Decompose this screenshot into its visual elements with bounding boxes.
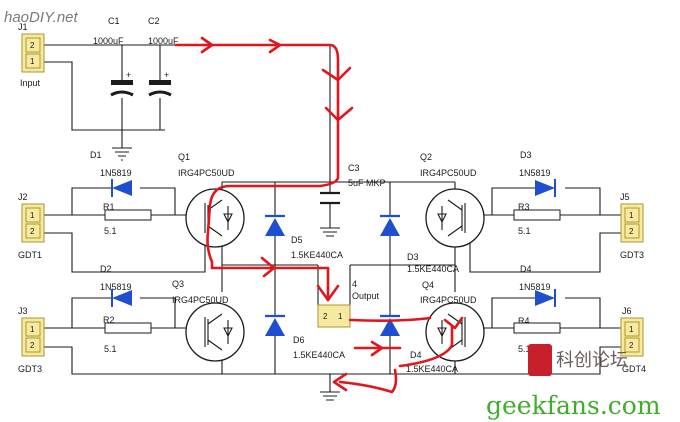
c2-ref: C2 — [148, 16, 160, 26]
q2-part: IRG4PC50UD — [420, 168, 477, 178]
d4b-ref: D4 — [410, 350, 422, 360]
diode-d1: D1 1N5819 — [90, 150, 132, 197]
c1-ref: C1 — [108, 16, 120, 26]
output-pin-2: 2 — [323, 312, 328, 321]
r4-ref: R4 — [518, 316, 530, 326]
r2-value: 5.1 — [104, 344, 117, 354]
site-stamp: 科创论坛 — [528, 344, 628, 376]
j3-ref: J3 — [18, 306, 28, 316]
j5-name: GDT3 — [620, 250, 644, 260]
svg-text:+: + — [164, 70, 169, 80]
output-ref: 4 — [352, 279, 357, 289]
resistor-r3: R3 5.1 — [513, 202, 561, 236]
watermark-text: haoDIY.net — [4, 9, 79, 26]
tvs-d4: D4 1.5KE440CA — [380, 314, 458, 374]
capacitor-c3: C3 5uF MKP — [320, 163, 386, 237]
q2-ref: Q2 — [420, 152, 432, 162]
resistor-r2: R2 5.1 — [103, 315, 152, 354]
d1-part: 1N5819 — [100, 168, 132, 178]
d3b-ref: D3 — [407, 252, 419, 262]
j2-name: GDT1 — [18, 250, 42, 260]
resistor-r4: R4 5.1 — [513, 316, 561, 354]
j1-ref: J1 — [18, 22, 28, 32]
connector-j6: J6 1 2 GDT4 — [620, 306, 646, 374]
d4a-part: 1N5819 — [519, 282, 551, 292]
tvs-d3: D3 1.5KE440CA — [380, 214, 459, 274]
igbt-q3: Q3 IRG4PC50UD — [172, 279, 245, 362]
j3-pin-2: 2 — [30, 341, 35, 350]
stamp-text: 科创论坛 — [556, 350, 628, 371]
d2-part: 1N5819 — [100, 282, 132, 292]
d6-ref: D6 — [293, 335, 305, 345]
j1-pin-2: 2 — [30, 41, 35, 50]
connector-output: 4 Output 2 1 — [317, 279, 380, 328]
d3a-ref: D3 — [520, 150, 532, 160]
tvs-d6: D6 1.5KE440CA — [265, 314, 345, 360]
r2-ref: R2 — [103, 315, 115, 325]
c3-ref: C3 — [348, 163, 360, 173]
current-path-annotation — [174, 36, 464, 394]
igbt-q2: Q2 IRG4PC50UD — [420, 152, 485, 248]
j1-name: Input — [20, 78, 41, 88]
c3-value: 5uF MKP — [348, 178, 386, 188]
d1-ref: D1 — [90, 150, 102, 160]
j1-pin-1: 1 — [30, 57, 35, 66]
diode-d2: D2 1N5819 — [100, 264, 132, 307]
r1-value: 5.1 — [104, 226, 117, 236]
d3a-part: 1N5819 — [519, 168, 551, 178]
capacitor-c2: C2 1000uF + — [148, 16, 179, 97]
j5-pin-2: 2 — [629, 227, 634, 236]
capacitor-c1: C1 1000uF + — [93, 16, 134, 97]
svg-text:+: + — [126, 70, 131, 80]
diode-d4-schottky: D4 1N5819 — [519, 264, 556, 307]
d6-part: 1.5KE440CA — [293, 350, 345, 360]
r1-ref: R1 — [103, 202, 115, 212]
r3-ref: R3 — [518, 202, 530, 212]
j6-pin-2: 2 — [629, 341, 634, 350]
connector-j2: J2 1 2 GDT1 — [18, 192, 45, 260]
d4a-ref: D4 — [520, 264, 532, 274]
connector-j5: J5 1 2 GDT3 — [620, 192, 644, 260]
j6-pin-1: 1 — [629, 325, 634, 334]
connector-j1: J1 2 1 Input — [18, 22, 45, 88]
c2-value: 1000uF — [148, 36, 179, 46]
j2-pin-2: 2 — [30, 227, 35, 236]
output-name: Output — [352, 291, 380, 301]
j3-name: GDT3 — [18, 364, 42, 374]
output-pin-1: 1 — [338, 312, 343, 321]
d2-ref: D2 — [100, 264, 112, 274]
j3-pin-1: 1 — [30, 325, 35, 334]
q3-ref: Q3 — [172, 279, 184, 289]
r3-value: 5.1 — [518, 226, 531, 236]
connector-j3: J3 1 2 GDT3 — [18, 306, 45, 374]
d3b-part: 1.5KE440CA — [407, 264, 459, 274]
igbt-q1: Q1 IRG4PC50UD — [178, 152, 245, 248]
q4-part: IRG4PC50UD — [420, 295, 477, 305]
resistor-r1: R1 5.1 — [103, 202, 152, 236]
j6-name: GDT4 — [622, 364, 646, 374]
j5-pin-1: 1 — [629, 211, 634, 220]
q1-part: IRG4PC50UD — [178, 168, 235, 178]
ground-symbol — [112, 147, 132, 161]
ground-symbol-bottom — [320, 391, 340, 401]
d4b-part: 1.5KE440CA — [406, 364, 458, 374]
j5-ref: J5 — [620, 192, 630, 202]
d5-ref: D5 — [291, 235, 303, 245]
c1-value: 1000uF — [93, 36, 124, 46]
q4-ref: Q4 — [422, 280, 434, 290]
d5-part: 1.5KE440CA — [291, 250, 343, 260]
tvs-d5: D5 1.5KE440CA — [265, 214, 343, 260]
j2-pin-1: 1 — [30, 211, 35, 220]
q1-ref: Q1 — [178, 152, 190, 162]
igbt-q4: Q4 IRG4PC50UD — [420, 280, 485, 362]
diode-d3-schottky: D3 1N5819 — [519, 150, 556, 197]
j2-ref: J2 — [18, 192, 28, 202]
j6-ref: J6 — [622, 306, 632, 316]
q3-part: IRG4PC50UD — [172, 295, 229, 305]
r4-value: 5.1 — [518, 344, 531, 354]
brand-text: geekfans.com — [486, 391, 661, 420]
